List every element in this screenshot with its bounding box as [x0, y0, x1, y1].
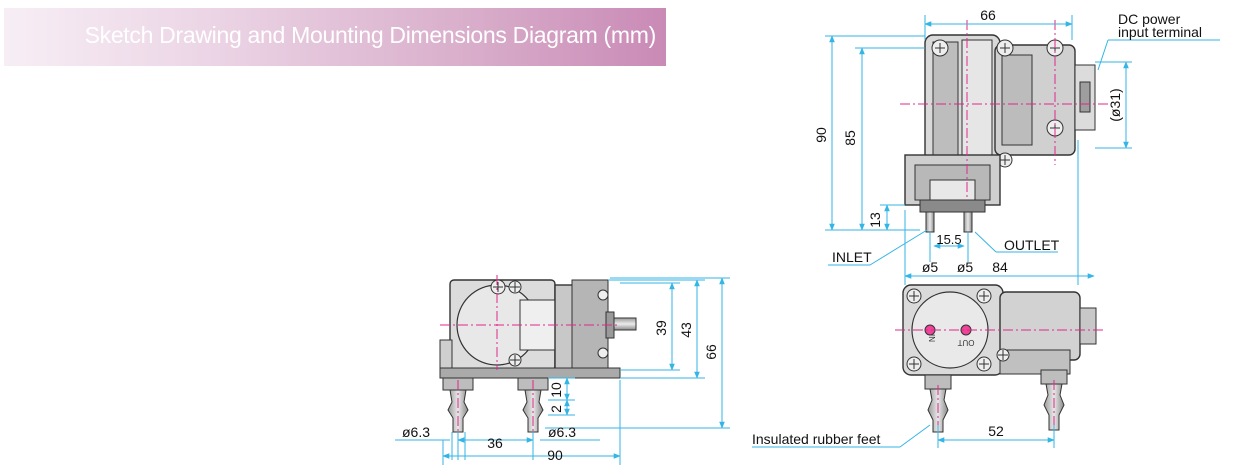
side-view-dimensions: [395, 277, 730, 465]
dim-side-2: 2: [548, 405, 564, 413]
dim-side-10: 10: [548, 382, 564, 398]
out-mark: OUT: [957, 338, 974, 347]
dim-side-39: 39: [653, 320, 669, 336]
dim-port-spacing: 15.5: [936, 232, 961, 247]
dim-side-66: 66: [703, 344, 719, 360]
dc-terminal-pin: [1079, 81, 1091, 113]
dim-base-13: 13: [867, 212, 883, 228]
dim-foot-dia-left: ø6.3: [402, 424, 430, 440]
screw-icon: [906, 288, 1010, 372]
dim-foot-dia-right: ø6.3: [548, 424, 576, 440]
screw-icon: [490, 279, 609, 367]
housing-plate: [932, 41, 959, 163]
top-view-dimensions: [825, 15, 1220, 285]
in-mark: IN: [927, 334, 936, 342]
front-terminal: [1079, 307, 1097, 345]
dim-height-90: 90: [813, 127, 829, 143]
inlet-port: [925, 211, 935, 233]
dim-width-66: 66: [980, 7, 996, 23]
dim-height-85: 85: [842, 130, 858, 146]
title-banner: Sketch Drawing and Mounting Dimensions D…: [4, 8, 666, 66]
dim-inlet-dia: ø5: [922, 259, 939, 275]
terminal-label-line1: DC power: [1118, 11, 1181, 27]
front-view-drawing: [895, 284, 1105, 445]
outlet-label: OUTLET: [1004, 237, 1060, 253]
front-view-dimensions: [752, 424, 1055, 448]
port-manifold: [919, 199, 986, 213]
terminal-label-line2: input terminal: [1118, 24, 1202, 40]
side-bracket: [439, 339, 453, 371]
dim-side-43: 43: [678, 322, 694, 338]
side-outlet-tube: [613, 317, 637, 331]
rubber-feet-label: Insulated rubber feet: [752, 431, 881, 447]
inlet-label: INLET: [832, 249, 872, 265]
dim-foot-spacing-52: 52: [988, 423, 1004, 439]
dim-motor-dia: (ø31): [1107, 88, 1123, 121]
dim-length-84: 84: [992, 259, 1008, 275]
top-view-drawing: [900, 20, 1110, 233]
banner-title: Sketch Drawing and Mounting Dimensions D…: [84, 22, 657, 48]
side-base-plate: [439, 367, 621, 379]
outlet-port: [963, 211, 973, 233]
motor-bracket: [1001, 54, 1033, 146]
dim-foot-spacing-36: 36: [487, 435, 503, 451]
valve-head: [929, 179, 976, 201]
dim-outlet-dia: ø5: [957, 259, 974, 275]
side-view-drawing: [439, 275, 637, 445]
dim-width-90: 90: [547, 447, 563, 463]
